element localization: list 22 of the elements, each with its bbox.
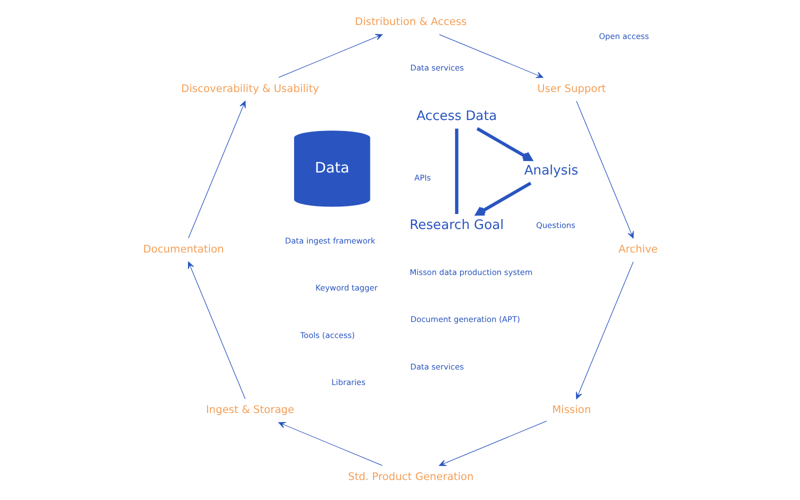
node-text: Std. Product Generation	[347, 470, 474, 483]
node-text: Distribution & Access	[354, 16, 466, 28]
node-text: Research Goal	[409, 218, 504, 234]
arrow	[476, 127, 532, 162]
node-text: Access Data	[416, 109, 496, 124]
arrow	[576, 100, 634, 238]
arrow	[188, 100, 246, 238]
connector	[454, 128, 458, 214]
arrow	[187, 262, 246, 400]
node-text: Analysis	[524, 164, 578, 179]
node-text: User Support	[536, 82, 606, 95]
arrow	[278, 34, 382, 78]
node-text: Archive	[618, 243, 658, 256]
node-text: Documentation	[142, 243, 224, 256]
node-text: Ingest & Storage	[205, 404, 294, 416]
arrow	[474, 182, 532, 216]
arrow	[575, 261, 634, 400]
node-text: Mission	[552, 404, 590, 416]
arrow	[278, 422, 382, 466]
arrow	[438, 34, 543, 78]
node-text: Discoverability & Usability	[180, 82, 319, 95]
arrow	[438, 420, 546, 466]
